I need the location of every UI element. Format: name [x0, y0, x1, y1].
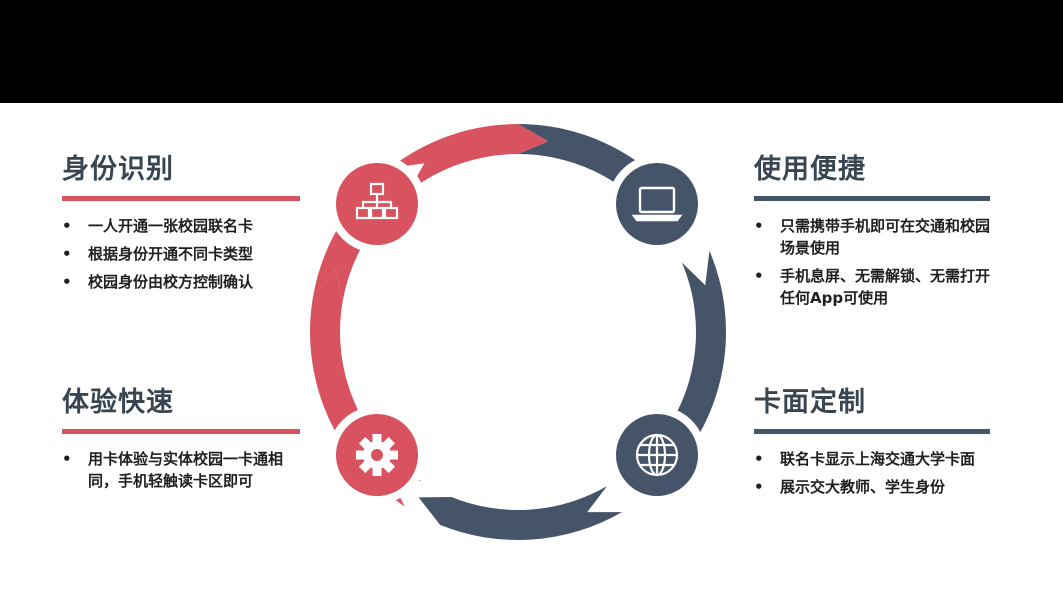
org-chart-icon — [355, 182, 399, 220]
list-item-text: 校园身份由校方控制确认 — [88, 273, 254, 291]
cycle-diagram — [309, 124, 727, 540]
section-title: 卡面定制 — [754, 387, 866, 418]
slide: 身份识别 • 一人开通一张校园联名卡 • 根据身份开通不同卡类型 • 校园身份由校方控… — [0, 103, 1063, 594]
section-identity: 身份识别 • 一人开通一张校园联名卡 • 根据身份开通不同卡类型 • 校园身份由校方控… — [62, 147, 300, 299]
cycle-arrow-top-left — [389, 124, 549, 192]
section-convenience: 使用便捷 • 只需携带手机即可在交通和校园场景使用 • 手机息屏、无需解锁、无需打开… — [754, 147, 990, 315]
bullet: • — [62, 273, 72, 291]
cycle-arrow-bottom-left — [309, 269, 422, 507]
laptop-icon — [631, 186, 683, 222]
bullet: • — [754, 267, 764, 285]
list-item: • 联名卡显示上海交通大学卡面 — [754, 448, 990, 470]
bullet: • — [62, 450, 72, 468]
section-divider — [754, 196, 990, 201]
list-item: • 根据身份开通不同卡类型 — [62, 243, 300, 265]
cycle-arrow-bottom — [418, 486, 622, 540]
list-item-text: 根据身份开通不同卡类型 — [88, 245, 254, 263]
bullet-list: • 用卡体验与实体校园一卡通相同，手机轻触读卡区即可 — [62, 448, 300, 492]
bullet: • — [62, 217, 72, 235]
bullet: • — [62, 245, 72, 263]
globe-icon — [635, 433, 679, 477]
list-item-text: 一人开通一张校园联名卡 — [88, 217, 254, 235]
list-item-text: 手机息屏、无需解锁、无需打开任何App可使用 — [780, 267, 991, 307]
section-divider — [62, 429, 300, 434]
section-divider — [62, 196, 300, 201]
gear-icon — [356, 434, 398, 476]
bullet-list: • 一人开通一张校园联名卡 • 根据身份开通不同卡类型 • 校园身份由校方控制确认 — [62, 215, 300, 293]
section-fast-experience: 体验快速 • 用卡体验与实体校园一卡通相同，手机轻触读卡区即可 — [62, 380, 300, 498]
list-item-text: 联名卡显示上海交通大学卡面 — [780, 450, 976, 468]
section-title: 使用便捷 — [754, 154, 866, 185]
list-item-text: 展示交大教师、学生身份 — [780, 478, 946, 496]
cycle-arrow-top — [518, 124, 684, 233]
list-item: • 展示交大教师、学生身份 — [754, 476, 990, 498]
bullet: • — [754, 450, 764, 468]
section-title: 体验快速 — [62, 387, 174, 418]
list-item: • 一人开通一张校园联名卡 — [62, 215, 300, 237]
list-item: • 用卡体验与实体校园一卡通相同，手机轻触读卡区即可 — [62, 448, 300, 492]
node-convenience — [616, 163, 698, 245]
list-item-text: 只需携带手机即可在交通和校园场景使用 — [780, 217, 991, 257]
bullet: • — [754, 217, 764, 235]
section-title: 身份识别 — [62, 154, 174, 185]
list-item: • 校园身份由校方控制确认 — [62, 271, 300, 293]
list-item-text: 用卡体验与实体校园一卡通相同，手机轻触读卡区即可 — [88, 450, 284, 490]
list-item: • 只需携带手机即可在交通和校园场景使用 — [754, 215, 990, 259]
section-card-customization: 卡面定制 • 联名卡显示上海交通大学卡面 • 展示交大教师、学生身份 — [754, 380, 990, 504]
section-divider — [754, 429, 990, 434]
bullet: • — [754, 478, 764, 496]
cycle-arrow-right — [636, 250, 727, 485]
bullet-list: • 联名卡显示上海交通大学卡面 • 展示交大教师、学生身份 — [754, 448, 990, 498]
list-item: • 手机息屏、无需解锁、无需打开任何App可使用 — [754, 265, 990, 309]
bullet-list: • 只需携带手机即可在交通和校园场景使用 • 手机息屏、无需解锁、无需打开任何App… — [754, 215, 990, 309]
